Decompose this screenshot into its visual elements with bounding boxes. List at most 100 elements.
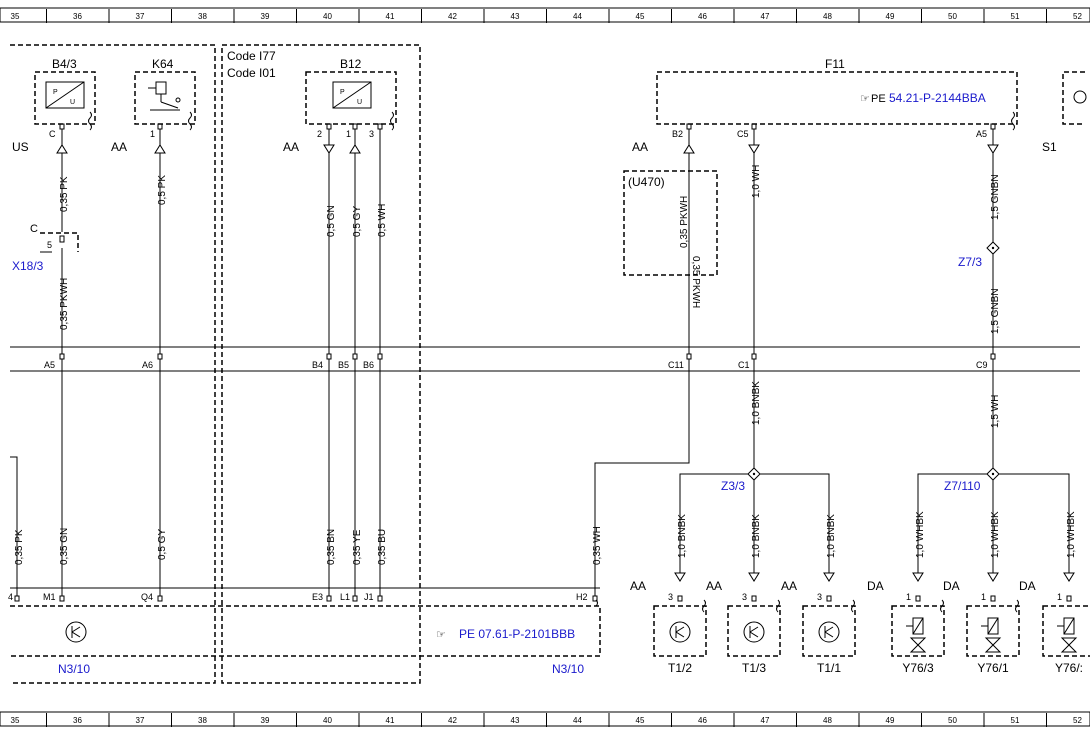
- b12-box: [305, 71, 397, 125]
- z73-link[interactable]: Z7/3: [958, 255, 982, 269]
- svg-text:P: P: [53, 89, 58, 96]
- f11-box: [656, 71, 1018, 125]
- pressure-sensor-icon: [45, 81, 85, 109]
- ruler-label: 46: [698, 12, 707, 21]
- wire-label-w4: 0,5 GN: [326, 205, 337, 237]
- y763-label: Y76/3: [902, 661, 934, 675]
- svg-text:U: U: [70, 99, 75, 106]
- f11-reference-link[interactable]: 54.21-P-2144BBA: [889, 91, 986, 105]
- pin-c1: C1: [738, 360, 750, 370]
- ruler-label: 51: [1011, 12, 1020, 21]
- ruler-label: 49: [886, 12, 895, 21]
- n310-reference-link[interactable]: PE 07.61-P-2101BBB: [459, 627, 575, 641]
- wire-label-w11: 0,35 PKWH: [690, 256, 701, 308]
- transistor-icon: [65, 621, 87, 643]
- right-edge-component-icon: [1073, 90, 1087, 104]
- ruler-label: 39: [261, 12, 270, 21]
- x183-box: [40, 232, 79, 252]
- wire-label-w20: 0,35 WH: [592, 526, 603, 565]
- pin-a6: A6: [142, 360, 153, 370]
- wire-label-w1: 0,35 PK: [59, 176, 70, 212]
- x183-link[interactable]: X18/3: [12, 259, 44, 273]
- z7110-link[interactable]: Z7/110: [944, 479, 981, 493]
- relay-switch-icon: [160, 101, 179, 109]
- ruler-label: 44: [573, 716, 582, 725]
- ruler-label: 40: [323, 716, 332, 725]
- wire-label-w15: 0,35 GN: [59, 528, 70, 565]
- ruler-label: 45: [636, 12, 645, 21]
- mid-pin-contacts: [59, 353, 996, 360]
- ruler-label: 42: [448, 716, 457, 725]
- ruler-label: 50: [948, 12, 957, 21]
- t13-component: 3T1/3: [727, 592, 781, 675]
- f11-label: F11: [825, 57, 845, 71]
- ruler-label: 35: [11, 716, 20, 725]
- wire-label-w9: 1,5 GNBN: [990, 174, 1001, 220]
- wire-label-w2: 0,35 PKWH: [59, 278, 70, 330]
- pin-m1: M1: [43, 592, 56, 602]
- wire-label-w17: 0,35 BN: [326, 529, 337, 565]
- x183-contact-icon: [59, 235, 65, 243]
- marker-aa-k64: AA: [111, 140, 127, 154]
- wire-label-w22: 1,0 BNBK: [751, 514, 762, 558]
- pin-4: 4: [8, 592, 13, 602]
- pin-l1: L1: [340, 592, 350, 602]
- ruler-label: 42: [448, 12, 457, 21]
- marker-aa-t11: AA: [781, 579, 797, 593]
- pin-b5: B5: [338, 360, 349, 370]
- f11-pin-a5: A5: [976, 129, 987, 139]
- u470-box: [623, 170, 718, 276]
- b12-pin-1: 1: [346, 129, 351, 139]
- t12-label: T1/2: [668, 661, 692, 675]
- code-option-boundary: [221, 44, 421, 684]
- f11-ref-prefix: PE: [871, 93, 886, 105]
- n310-right-link[interactable]: N3/10: [552, 662, 584, 676]
- x183-conn-label: C: [30, 223, 38, 235]
- f11-pin-b2: B2: [672, 129, 683, 139]
- marker-aa-b12: AA: [283, 140, 299, 154]
- relay-coil-icon: [155, 81, 167, 95]
- coil-transistor-icon: [669, 621, 691, 643]
- svg-text:U: U: [357, 99, 362, 106]
- y76x-pin: 1: [1057, 592, 1062, 602]
- wire-label-w26: 1,0 WHBK: [1066, 511, 1077, 558]
- ruler-label: 48: [823, 716, 832, 725]
- wire-label-w24: 1,0 WHBK: [915, 511, 926, 558]
- wire-label-w8: 1,0 WH: [751, 165, 762, 198]
- coil-transistor-icon: [818, 621, 840, 643]
- shield-squiggle-icon: [88, 111, 92, 131]
- b43-pin-label: C: [49, 129, 56, 139]
- b12-label: B12: [340, 57, 362, 71]
- ruler-label: 37: [136, 12, 145, 21]
- pin-b4: B4: [312, 360, 323, 370]
- z33-link[interactable]: Z3/3: [721, 479, 745, 493]
- wire-label-w25: 1,0 WHBK: [990, 511, 1001, 558]
- n310-left-link[interactable]: N3/10: [58, 662, 90, 676]
- wire-label-w7: 0,35 PKWH: [679, 196, 690, 248]
- b12-pin-2: 2: [317, 129, 322, 139]
- b43-box: [34, 71, 96, 125]
- ruler-label: 36: [73, 716, 82, 725]
- pointer-hand-icon-2: ☞: [436, 629, 446, 641]
- ruler-label: 38: [198, 716, 207, 725]
- code-i77-label: Code I77: [227, 49, 276, 63]
- k64-pin-label: 1: [150, 129, 155, 139]
- pointer-hand-icon: ☞: [860, 93, 870, 105]
- marker-s1: S1: [1042, 140, 1057, 154]
- t13-pin: 3: [742, 592, 747, 602]
- wire-label-w14: 0,35 PK: [14, 529, 25, 565]
- ruler-label: 45: [636, 716, 645, 725]
- ruler-label: 47: [761, 716, 770, 725]
- ruler-label: 37: [136, 716, 145, 725]
- b12-sensor-icon: [332, 81, 372, 109]
- ruler-label: 44: [573, 12, 582, 21]
- t12-pin: 3: [668, 592, 673, 602]
- ruler-label: 43: [511, 716, 520, 725]
- lower-wires: [10, 359, 1070, 596]
- wire-label-w13: 1,5 WH: [990, 395, 1001, 428]
- k64-box: [134, 71, 196, 125]
